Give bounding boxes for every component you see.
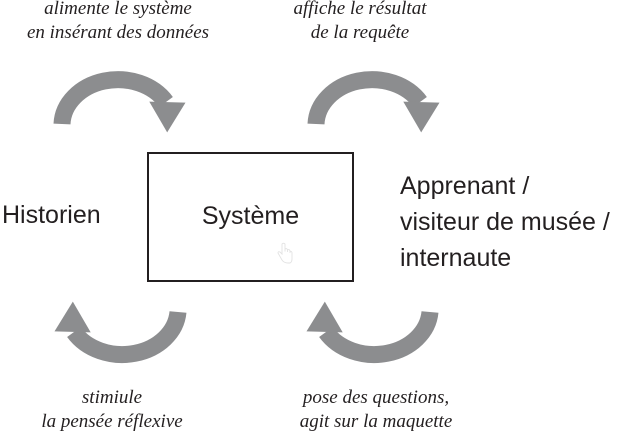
actor-right-line-1: Apprenant / bbox=[400, 172, 530, 200]
caption-top-right: affiche le résultat de la requête bbox=[280, 0, 440, 45]
arrow-top-left bbox=[53, 71, 186, 133]
caption-top-left: alimente le système en insérant des donn… bbox=[0, 0, 236, 45]
caption-bottom-left-line-2: la pensée réflexive bbox=[41, 411, 183, 432]
actor-left-label: Historien bbox=[2, 201, 101, 229]
caption-bottom-right-line-2: agit sur la maquette bbox=[299, 411, 453, 432]
system-label: Système bbox=[201, 202, 300, 230]
actor-right-line-3: internaute bbox=[400, 244, 512, 272]
arrow-bottom-right bbox=[306, 301, 439, 363]
actor-historien: Historien bbox=[2, 197, 101, 233]
arrow-bottom-left bbox=[54, 301, 187, 363]
system-box: Système bbox=[147, 152, 354, 282]
actor-apprenant: Apprenant / visiteur de musée / internau… bbox=[400, 168, 610, 276]
caption-top-left-line-2: en insérant des données bbox=[26, 22, 210, 43]
caption-top-right-line-1: affiche le résultat bbox=[293, 0, 427, 19]
caption-top-left-line-1: alimente le système bbox=[44, 0, 192, 19]
caption-bottom-right-line-1: pose des questions, bbox=[302, 387, 450, 408]
actor-right-line-2: visiteur de musée / bbox=[400, 208, 610, 236]
hand-cursor-icon bbox=[277, 242, 293, 264]
caption-bottom-left-line-1: stimiule bbox=[81, 387, 143, 408]
arrow-top-right bbox=[307, 71, 440, 133]
caption-bottom-right: pose des questions, agit sur la maquette bbox=[268, 386, 484, 434]
caption-bottom-left: stimiule la pensée réflexive bbox=[14, 386, 210, 434]
caption-top-right-line-2: de la requête bbox=[310, 22, 410, 43]
